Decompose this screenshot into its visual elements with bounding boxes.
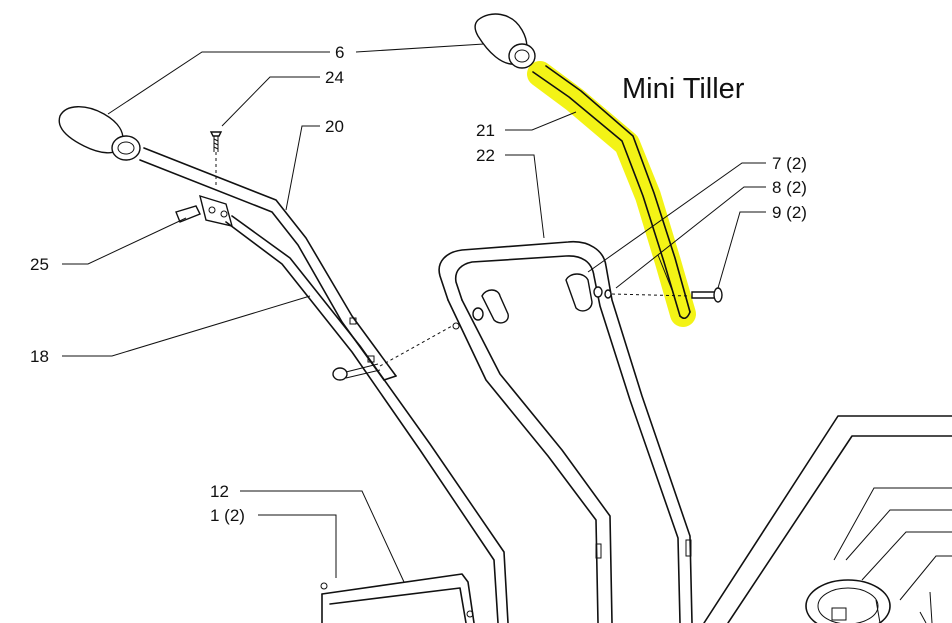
label-part-25: 25 (30, 255, 49, 274)
label-part-24: 24 (325, 68, 344, 87)
knob-hardware (472, 273, 723, 324)
label-part-7: 7 (2) (772, 154, 807, 173)
engine-outline (703, 415, 952, 623)
part-18-lower-tube (225, 215, 509, 623)
label-part-22: 22 (476, 146, 495, 165)
diagram-title: Mini Tiller (622, 73, 745, 105)
part-21-upper-handle (532, 65, 691, 320)
label-part-20: 20 (325, 117, 344, 136)
part-22-frame (438, 241, 693, 623)
label-part-1: 1 (2) (210, 506, 245, 525)
label-part-9: 9 (2) (772, 203, 807, 222)
label-part-18: 18 (30, 347, 49, 366)
grip-right (474, 13, 536, 69)
grip-left (58, 106, 141, 161)
label-part-12: 12 (210, 482, 229, 501)
part-20-left-upper-handle (139, 131, 397, 381)
leader-lines (62, 43, 766, 583)
part-21-highlight (527, 61, 696, 327)
part-12-plate (320, 573, 475, 623)
label-part-8: 8 (2) (772, 178, 807, 197)
label-part-21: 21 (476, 121, 495, 140)
label-part-6: 6 (335, 43, 344, 62)
